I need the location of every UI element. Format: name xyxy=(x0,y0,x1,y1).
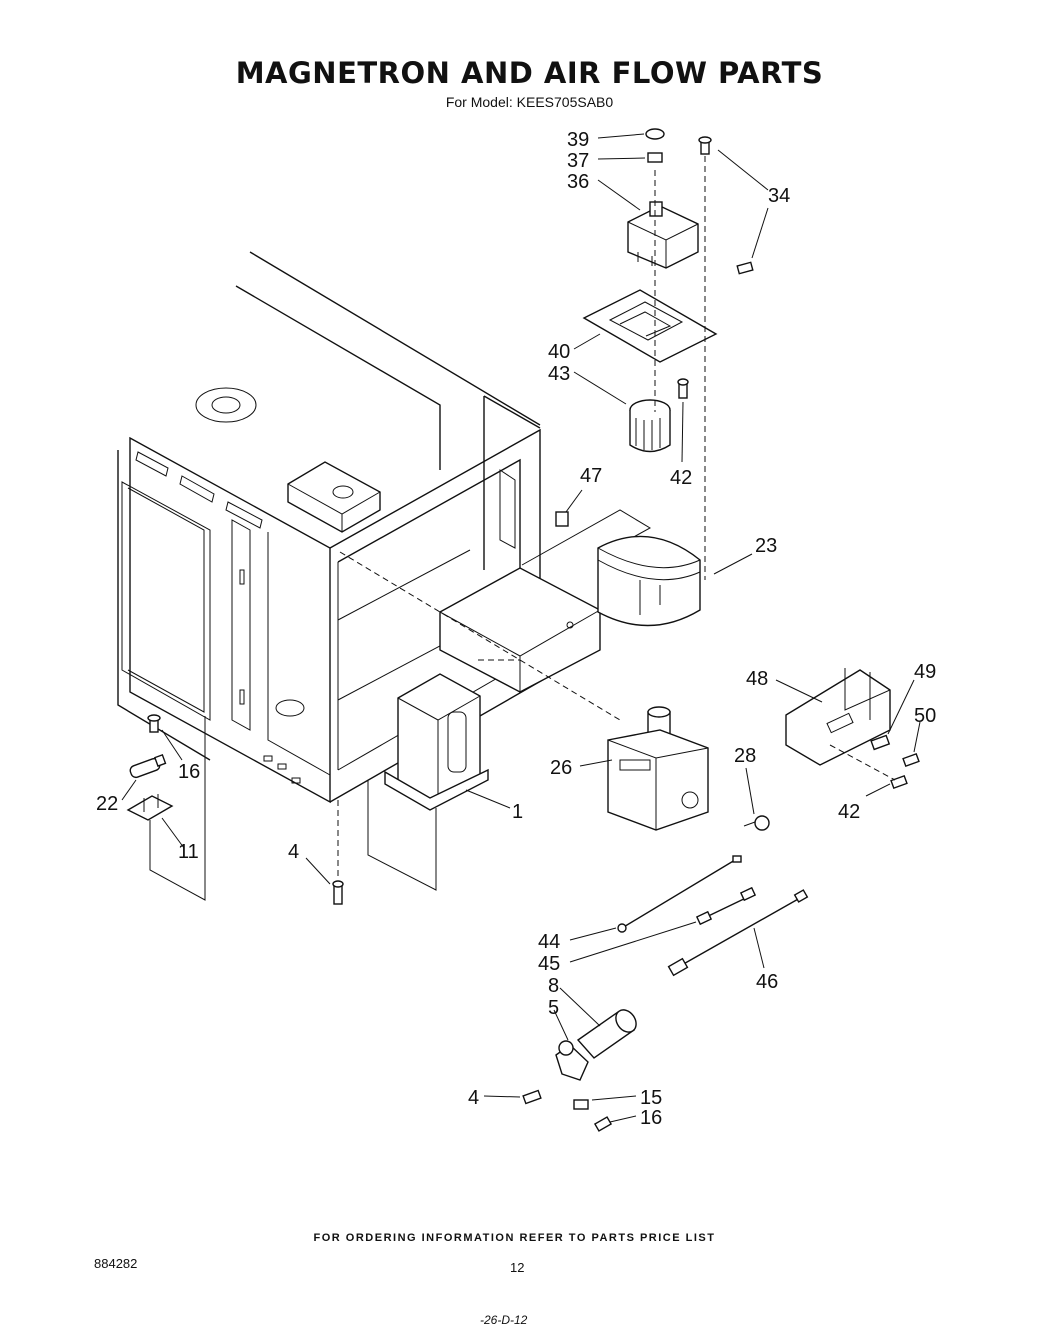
callout-39: 39 xyxy=(567,129,589,151)
fuse-block-part-11 xyxy=(126,716,206,901)
callout-42-upper: 42 xyxy=(670,467,692,489)
screw-4-lower xyxy=(522,1089,542,1105)
fuse-part-22 xyxy=(129,753,167,779)
callout-16-lower: 16 xyxy=(640,1107,662,1129)
callout-22: 22 xyxy=(96,793,118,815)
capacitor-part-8 xyxy=(576,1009,637,1059)
callout-23: 23 xyxy=(755,535,777,557)
nut-37 xyxy=(647,152,663,163)
page-number: 12 xyxy=(510,1260,525,1275)
screws xyxy=(147,128,920,1132)
oven-cabinet xyxy=(117,251,561,804)
callout-8: 8 xyxy=(548,975,559,997)
screw-16-left xyxy=(147,714,161,733)
clip-39 xyxy=(645,128,665,140)
callout-47: 47 xyxy=(580,465,602,487)
leader-lines xyxy=(121,133,921,1123)
callout-46: 46 xyxy=(756,971,778,993)
callout-1: 1 xyxy=(512,801,523,823)
screw-4-left xyxy=(332,880,344,905)
callout-15: 15 xyxy=(640,1087,662,1109)
screw-42-upper xyxy=(677,378,689,399)
screw-16-lower xyxy=(593,1116,613,1132)
callout-5: 5 xyxy=(548,997,559,1019)
ordering-note: FOR ORDERING INFORMATION REFER TO PARTS … xyxy=(313,1232,716,1244)
diode-part-15 xyxy=(573,1099,589,1110)
screw-42-lower xyxy=(890,774,908,790)
callout-43: 43 xyxy=(548,363,570,385)
document-number: 884282 xyxy=(94,1256,138,1271)
motor-bracket-part-40 xyxy=(582,289,718,363)
bottom-code: -26-D-12 xyxy=(480,1313,528,1327)
thermostat-part-28 xyxy=(743,815,770,831)
bracket-part-48 xyxy=(785,668,891,766)
callout-labels: 39 37 36 34 40 43 42 47 23 48 49 50 42 2… xyxy=(96,129,936,1129)
transformer-part-1 xyxy=(367,673,489,891)
callout-42-lower: 42 xyxy=(838,801,860,823)
model-subtitle: For Model: KEES705SAB0 xyxy=(445,94,614,110)
callout-4-left: 4 xyxy=(288,841,299,863)
fan-blade-part-43 xyxy=(629,399,671,453)
callout-36: 36 xyxy=(567,171,589,193)
air-duct xyxy=(439,509,652,693)
callout-50: 50 xyxy=(914,705,936,727)
screw-34-side xyxy=(736,261,754,275)
callout-37: 37 xyxy=(567,150,589,172)
magnetron-part-26 xyxy=(607,706,709,831)
wire-harnesses xyxy=(617,855,809,977)
fuse-holder-part-49 xyxy=(870,734,891,751)
callout-45: 45 xyxy=(538,953,560,975)
fan-shroud-part-23 xyxy=(597,535,701,627)
callout-48: 48 xyxy=(746,668,768,690)
callout-34: 34 xyxy=(768,185,790,207)
screw-50 xyxy=(902,752,920,768)
callout-4-lower: 4 xyxy=(468,1087,479,1109)
callout-49: 49 xyxy=(914,661,936,683)
callout-44: 44 xyxy=(538,931,560,953)
page-title: MAGNETRON AND AIR FLOW PARTS xyxy=(235,56,824,90)
clip-47 xyxy=(555,511,569,527)
callout-16-left: 16 xyxy=(178,761,200,783)
fan-motor-part-36 xyxy=(627,201,699,269)
callout-11: 11 xyxy=(178,841,199,863)
callout-40: 40 xyxy=(548,341,570,363)
assembly-lines xyxy=(337,156,896,880)
callout-26: 26 xyxy=(550,757,572,779)
callout-28: 28 xyxy=(734,745,756,767)
capacitor-bracket-part-5 xyxy=(555,1040,589,1081)
screw-34-top xyxy=(698,136,712,155)
